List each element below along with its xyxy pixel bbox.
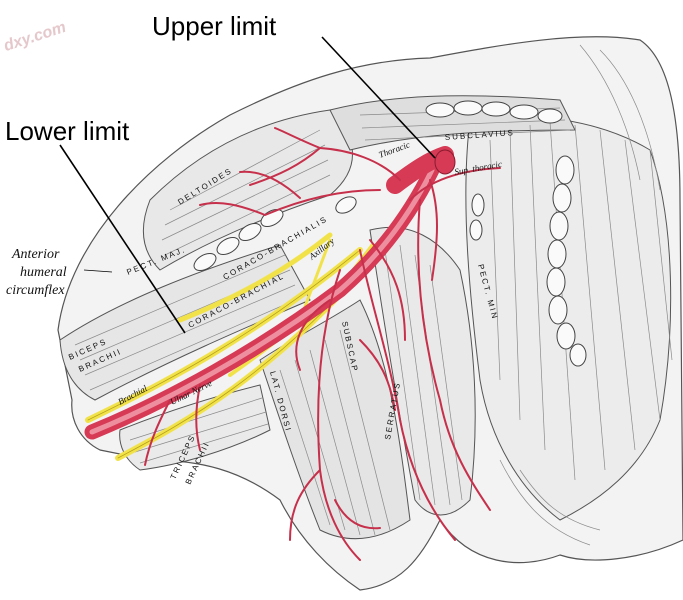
- side-label-line1: Anterior: [11, 247, 60, 262]
- leader-upper-limit: [321, 36, 436, 159]
- nerve-musculocutaneous: [177, 232, 333, 323]
- node-chain-top: [425, 100, 563, 124]
- callout-lower-limit: Lower limit: [5, 116, 130, 146]
- leader-anterior-humeral: [83, 269, 113, 273]
- node-chain-chest: [546, 155, 587, 367]
- callout-upper-limit: Upper limit: [152, 11, 277, 41]
- leader-lower-limit: [59, 144, 186, 334]
- watermark-text: dxy.com: [2, 19, 68, 55]
- muscle-mass: [57, 36, 683, 591]
- side-label-line2: humeral: [20, 265, 67, 280]
- muscle-fiber-hatching: [74, 44, 673, 546]
- side-label-line3: circumflex: [6, 283, 65, 298]
- leader-lines: [59, 36, 436, 334]
- artery-branches: [144, 127, 501, 561]
- side-label-anterior-humeral-circumflex: Anterior humeral circumflex: [6, 247, 67, 298]
- artery-main: [84, 146, 456, 440]
